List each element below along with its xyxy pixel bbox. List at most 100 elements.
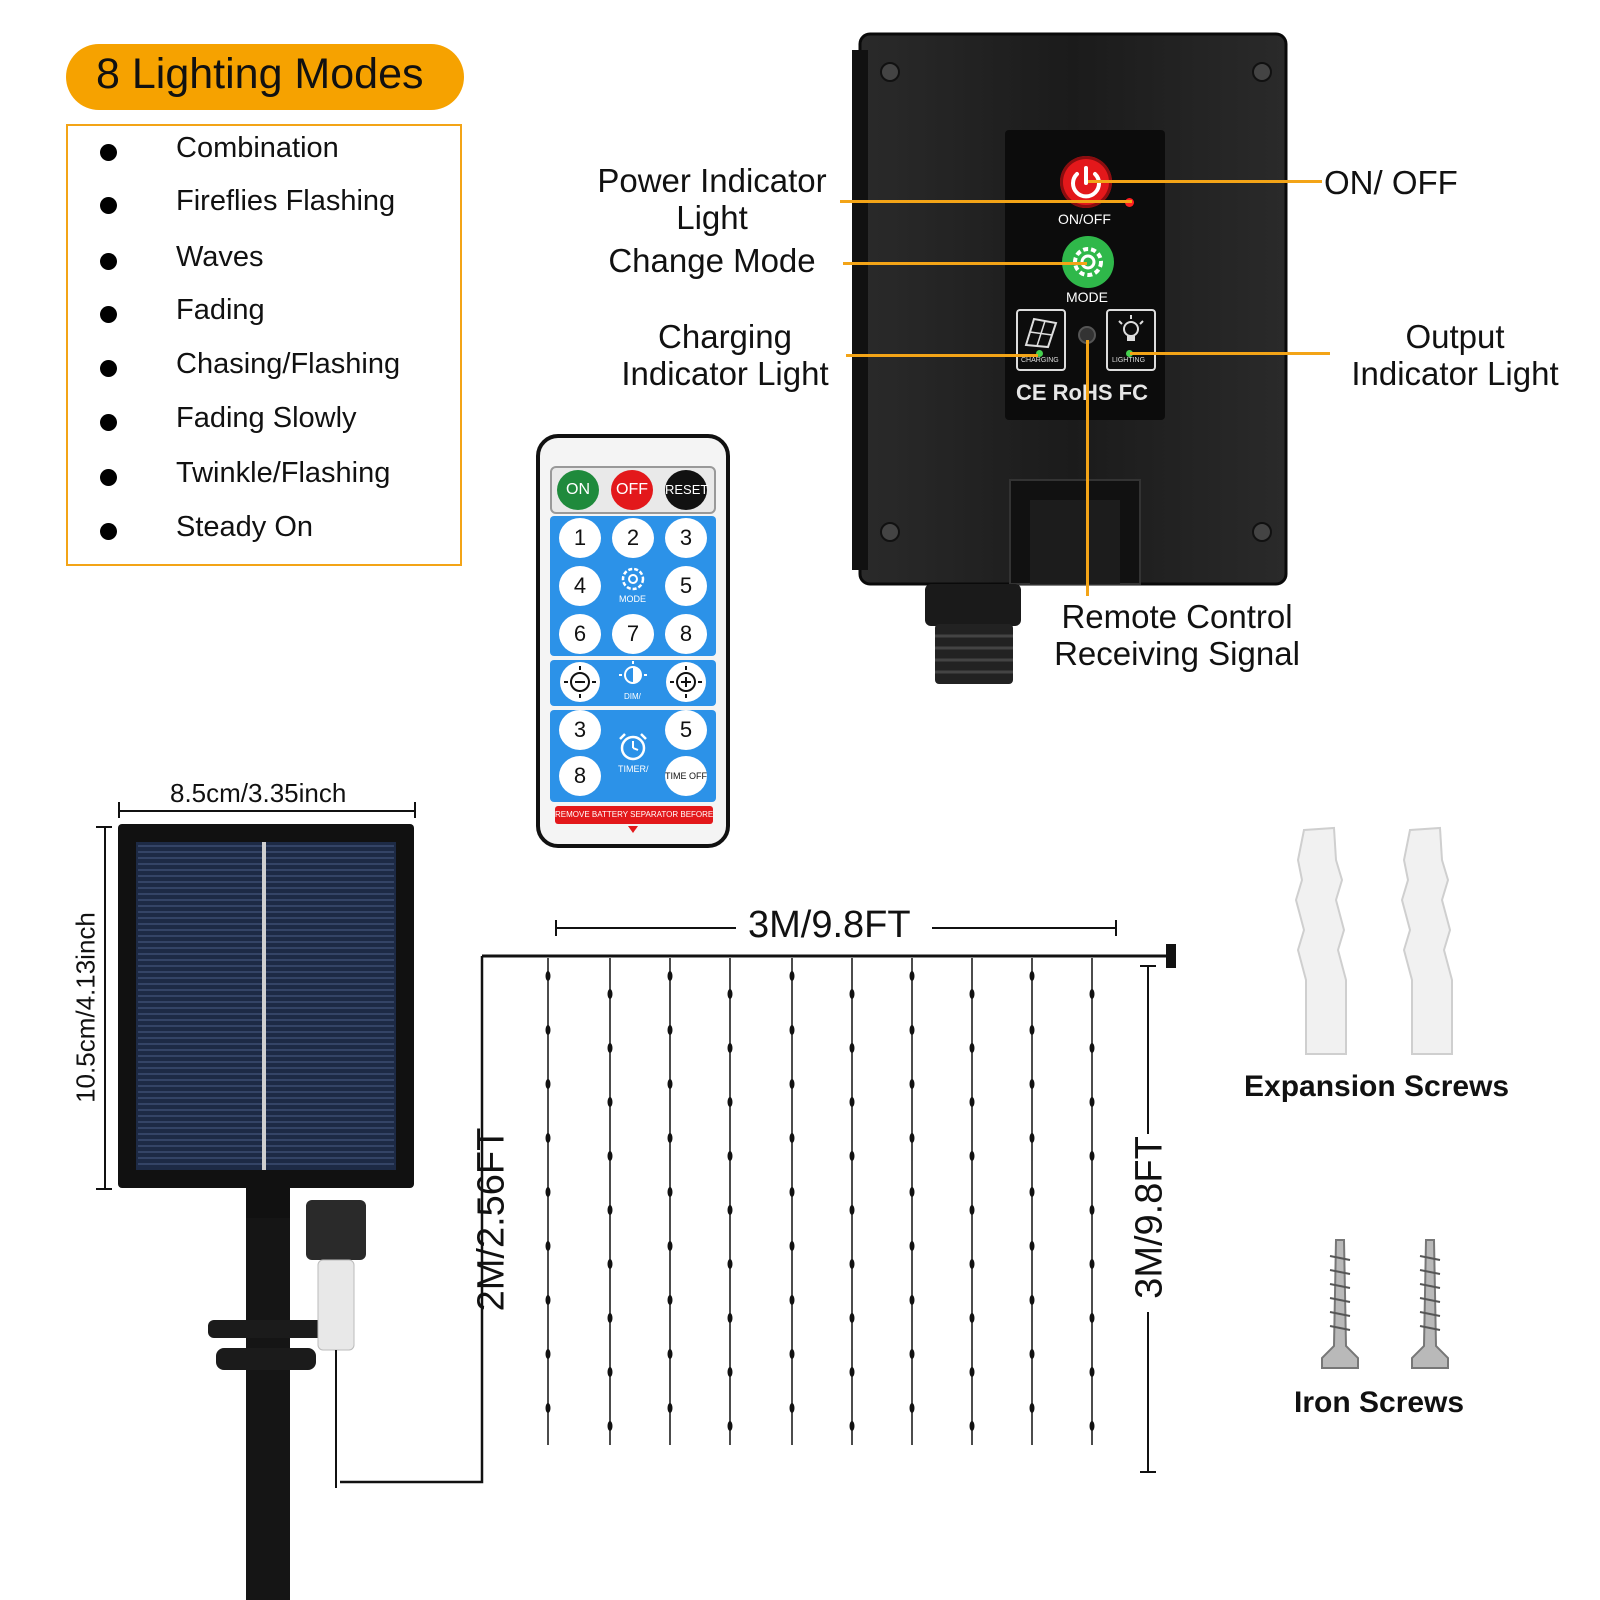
leader-line xyxy=(846,354,1038,357)
brightness-up-icon xyxy=(670,666,702,698)
remote-timer-3[interactable]: 3 xyxy=(559,710,601,750)
led-bulb xyxy=(909,1349,915,1359)
lead-length-label: 2M/2.56FT xyxy=(470,1127,513,1312)
controller-box xyxy=(852,32,1288,684)
led-bulb xyxy=(789,1187,795,1197)
panel-height-label: 10.5cm/4.13inch xyxy=(70,912,101,1103)
dim-button[interactable]: DIM/ xyxy=(613,660,653,704)
led-bulb xyxy=(607,1043,613,1053)
led-bulb xyxy=(607,1367,613,1377)
timer-button[interactable]: TIMER/ xyxy=(610,730,656,780)
remote-key-5[interactable]: 5 xyxy=(665,566,707,606)
led-bulb xyxy=(789,1403,795,1413)
remote-key-7[interactable]: 7 xyxy=(612,614,654,654)
led-bulb xyxy=(607,1151,613,1161)
remote-off-button[interactable]: OFF xyxy=(611,470,653,510)
led-bulb xyxy=(667,1133,673,1143)
remote-key-8[interactable]: 8 xyxy=(665,614,707,654)
dim-line-height xyxy=(104,826,106,1190)
lighting-label: LIGHTING xyxy=(1112,357,1146,364)
led-bulb xyxy=(607,1097,613,1107)
iron-screws-label: Iron Screws xyxy=(1294,1386,1465,1419)
led-bulb xyxy=(909,1187,915,1197)
led-bulb xyxy=(727,1205,733,1215)
modes-title: 8 Lighting Modes xyxy=(96,50,424,98)
led-bulb xyxy=(1089,1043,1095,1053)
led-bulb xyxy=(545,1295,551,1305)
led-bulb xyxy=(1089,1313,1095,1323)
led-bulb xyxy=(545,1349,551,1359)
led-bulb xyxy=(969,1367,975,1377)
led-bulb xyxy=(667,1079,673,1089)
remote-on-button[interactable]: ON xyxy=(557,470,599,510)
led-bulb xyxy=(545,1079,551,1089)
led-bulb xyxy=(607,1421,613,1431)
leader-line xyxy=(1130,352,1330,355)
remote-reset-button[interactable]: RESET xyxy=(665,470,708,510)
led-bulb xyxy=(849,1259,855,1269)
remote-key-2[interactable]: 2 xyxy=(612,518,654,558)
led-bulb xyxy=(909,1241,915,1251)
dim-tick xyxy=(96,1188,112,1190)
led-bulb xyxy=(789,1241,795,1251)
modes-list: Combination Fireflies Flashing Waves Fad… xyxy=(66,124,462,566)
led-bulb xyxy=(667,1403,673,1413)
onoff-label: ON/OFF xyxy=(1058,211,1111,227)
led-bulb xyxy=(545,1133,551,1143)
brightness-up-button[interactable] xyxy=(666,662,706,702)
led-bulb xyxy=(727,1313,733,1323)
led-bulb xyxy=(1029,971,1035,981)
remote-timer-5[interactable]: 5 xyxy=(665,710,707,750)
bullet-icon xyxy=(100,523,117,540)
led-bulb xyxy=(1089,1421,1095,1431)
led-bulb xyxy=(969,1313,975,1323)
bullet-icon xyxy=(100,144,117,161)
led-bulb xyxy=(909,1025,915,1035)
led-bulb xyxy=(545,1241,551,1251)
led-bulb xyxy=(1089,1367,1095,1377)
led-bulb xyxy=(1029,1403,1035,1413)
modes-title-pill: 8 Lighting Modes xyxy=(66,44,464,110)
led-bulb xyxy=(727,1097,733,1107)
remote-time-off-button[interactable]: TIME OFF xyxy=(665,756,707,796)
charging-label: CHARGING xyxy=(1021,357,1059,364)
led-bulb xyxy=(545,1025,551,1035)
sun-icon xyxy=(619,661,647,684)
remote-key-4[interactable]: 4 xyxy=(559,566,601,606)
led-bulb xyxy=(969,1259,975,1269)
dim-tick xyxy=(118,802,120,818)
led-bulb xyxy=(1029,1241,1035,1251)
output-led xyxy=(1126,350,1133,357)
bullet-icon xyxy=(100,306,117,323)
bulb-icon: LIGHTING xyxy=(1106,309,1156,371)
remote-key-1[interactable]: 1 xyxy=(559,518,601,558)
led-bulb xyxy=(607,1259,613,1269)
led-bulb xyxy=(909,1079,915,1089)
led-bulb xyxy=(545,1187,551,1197)
cert-marks: CE RoHS FC xyxy=(1016,380,1148,405)
led-bulb xyxy=(607,989,613,999)
expansion-screws-label: Expansion Screws xyxy=(1244,1070,1510,1103)
curtain-height-label: 3M/9.8FT xyxy=(1128,1136,1171,1299)
remote-timer-8[interactable]: 8 xyxy=(559,756,601,796)
callout-change-mode: Change Mode xyxy=(608,242,816,279)
iron-screws-image xyxy=(1321,1239,1449,1369)
led-bulb xyxy=(849,1205,855,1215)
brightness-down-button[interactable] xyxy=(560,662,600,702)
led-bulb xyxy=(789,1079,795,1089)
remote-key-6[interactable]: 6 xyxy=(559,614,601,654)
remote-key-3[interactable]: 3 xyxy=(665,518,707,558)
panel-width-label: 8.5cm/3.35inch xyxy=(170,778,347,808)
led-bulb xyxy=(789,1295,795,1305)
led-bulb xyxy=(607,1313,613,1323)
led-bulb xyxy=(969,1097,975,1107)
led-bulb xyxy=(849,1151,855,1161)
led-bulb xyxy=(1029,1079,1035,1089)
bullet-icon xyxy=(100,253,117,270)
led-bulb xyxy=(849,1097,855,1107)
led-bulb xyxy=(545,1403,551,1413)
led-bulb xyxy=(607,1205,613,1215)
remote-mode-button[interactable]: MODE xyxy=(612,564,654,608)
expansion-screws-image xyxy=(1294,826,1453,1055)
